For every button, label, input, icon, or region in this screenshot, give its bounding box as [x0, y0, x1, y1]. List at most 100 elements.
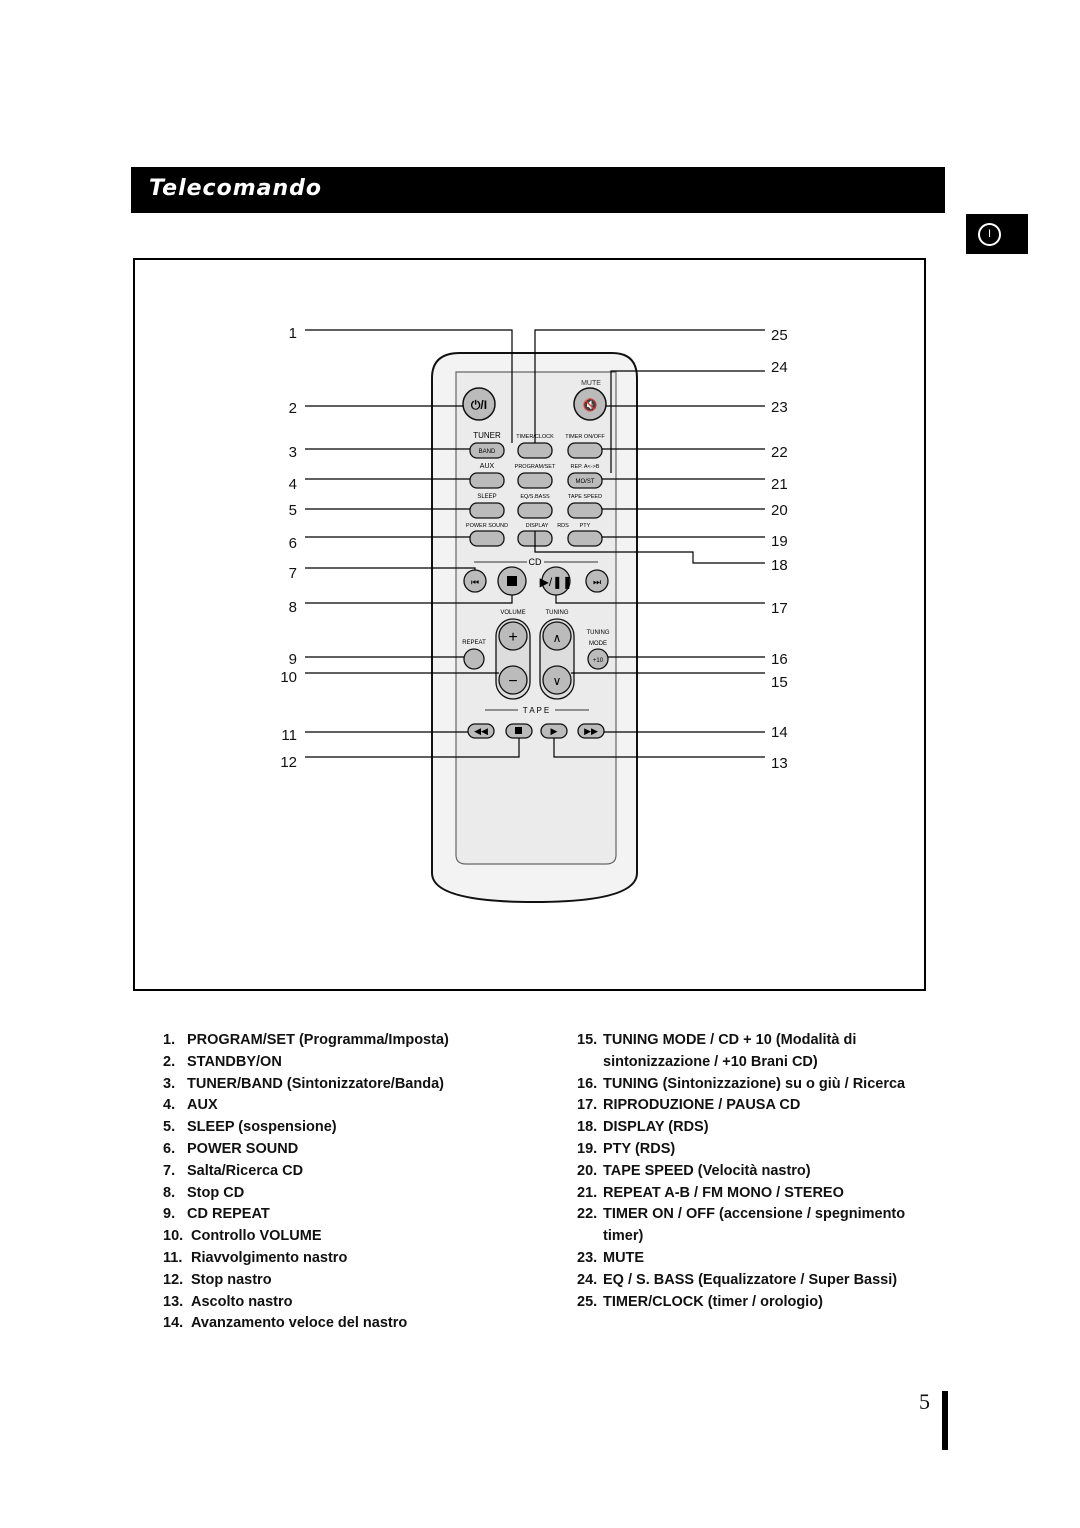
timer-onoff-button[interactable]	[567, 442, 603, 459]
legend-item: 20.TAPE SPEED (Velocità nastro)	[577, 1162, 811, 1179]
callout-12: 12	[280, 754, 297, 771]
mute-button[interactable]	[573, 387, 607, 421]
callout-3: 3	[288, 444, 297, 461]
right-leader-lines	[534, 329, 765, 758]
chevron-down-icon: ∨	[553, 674, 562, 688]
tuning-label: TUNING	[546, 610, 569, 616]
section-title-bar: Telecomando	[131, 167, 945, 213]
remote-control-diagram: MUTE ⏻/I 🔇 TUNER TIMER/CLOCK TIMER ON/OF…	[305, 329, 765, 904]
callout-22: 22	[771, 444, 788, 461]
eq-sbass-button[interactable]	[517, 502, 553, 519]
callout-5: 5	[288, 502, 297, 519]
callout-15: 15	[771, 674, 788, 691]
rds-label: RDS	[557, 523, 569, 529]
tape-speed-label: TAPE SPEED	[568, 494, 602, 500]
cd-skip-forward-button[interactable]	[585, 569, 609, 593]
page-title: Telecomando	[149, 176, 323, 201]
tuning-mode-label-1: TUNING	[587, 630, 610, 636]
legend-item: 21.REPEAT A-B / FM MONO / STEREO	[577, 1184, 844, 1201]
standby-button[interactable]	[462, 387, 496, 421]
legend-item: 9.CD REPEAT	[163, 1206, 270, 1223]
program-set-button[interactable]	[517, 472, 553, 489]
page-number: 5	[919, 1389, 930, 1414]
legend-item: 10.Controllo VOLUME	[163, 1228, 322, 1245]
volume-up-button[interactable]	[498, 621, 528, 651]
callout-13: 13	[771, 755, 788, 772]
tuner-band-button[interactable]	[469, 442, 505, 459]
sleep-label: SLEEP	[477, 494, 496, 500]
callout-8: 8	[288, 599, 297, 616]
power-icon: ⏻/I	[471, 398, 487, 412]
power-sound-button[interactable]	[469, 530, 505, 547]
legend-item: 25.TIMER/CLOCK (timer / orologio)	[577, 1293, 823, 1310]
plus-icon: +	[508, 629, 517, 646]
aux-button[interactable]	[469, 472, 505, 489]
legend-item: 18.DISPLAY (RDS)	[577, 1119, 709, 1136]
legend-item: 23.MUTE	[577, 1249, 645, 1266]
chevron-up-icon: ∧	[553, 631, 562, 645]
legend-item: 11.Riavvolgimento nastro	[163, 1249, 348, 1266]
legend-left: 1.PROGRAM/SET (Programma/Imposta) 2.STAN…	[163, 1030, 563, 1335]
tuning-up-button[interactable]	[542, 621, 572, 651]
callout-9: 9	[288, 651, 297, 668]
program-set-label: PROGRAM/SET	[515, 464, 556, 470]
mute-label: MUTE	[581, 380, 601, 387]
left-leader-lines	[305, 329, 520, 758]
legend-item: 19.PTY (RDS)	[577, 1140, 676, 1157]
callout-19: 19	[771, 533, 788, 550]
rewind-icon: ◀◀	[474, 726, 488, 736]
callout-14: 14	[771, 724, 788, 741]
repeat-ab-button[interactable]	[567, 472, 603, 489]
legend-item: 22.TIMER ON / OFF (accensione / spegnime…	[577, 1206, 906, 1223]
cd-label: CD	[529, 557, 542, 567]
tuning-mode-label-2: MODE	[589, 641, 607, 647]
tuning-down-button[interactable]	[542, 665, 572, 695]
power-sound-label: POWER SOUND	[466, 523, 508, 529]
pty-label: PTY	[580, 523, 591, 529]
tuning-mode-button[interactable]	[587, 648, 609, 670]
cd-repeat-button[interactable]	[463, 648, 485, 670]
sleep-button[interactable]	[469, 502, 505, 519]
callout-17: 17	[771, 600, 788, 617]
tape-speed-button[interactable]	[567, 502, 603, 519]
legend-item: 1.PROGRAM/SET (Programma/Imposta)	[163, 1032, 449, 1048]
callout-7: 7	[288, 565, 297, 582]
timer-clock-button[interactable]	[517, 442, 553, 459]
pty-button[interactable]	[567, 530, 603, 547]
callout-21: 21	[771, 476, 788, 493]
language-tab: I	[966, 214, 1028, 254]
legend-item: 24.EQ / S. BASS (Equalizzatore / Super B…	[577, 1271, 898, 1288]
aux-label: AUX	[480, 463, 495, 470]
callout-11: 11	[281, 727, 297, 744]
legend-item: 16.TUNING (Sintonizzazione) su o giù / R…	[577, 1075, 906, 1092]
legend-item: 5.SLEEP (sospensione)	[163, 1119, 337, 1136]
legend-item: 3.TUNER/BAND (Sintonizzatore/Banda)	[163, 1075, 444, 1092]
legend-item: 2.STANDBY/ON	[163, 1053, 282, 1070]
repeat-label: REPEAT	[462, 640, 486, 646]
tape-stop-icon	[515, 727, 522, 734]
callout-2: 2	[288, 400, 297, 417]
stop-icon	[507, 576, 517, 586]
callout-23: 23	[771, 399, 788, 416]
mute-icon: 🔇	[583, 398, 598, 412]
plus10-label: +10	[593, 658, 604, 664]
tape-rewind-button[interactable]	[467, 723, 495, 739]
tape-fast-forward-button[interactable]	[577, 723, 605, 739]
minus-icon: −	[508, 673, 517, 690]
callout-20: 20	[771, 502, 788, 519]
timer-onoff-label: TIMER ON/OFF	[565, 434, 605, 440]
display-label: DISPLAY	[526, 523, 549, 529]
legend-item: 7.Salta/Ricerca CD	[163, 1162, 304, 1179]
legend-item: 14.Avanzamento veloce del nastro	[163, 1315, 408, 1332]
play-icon: ▶	[551, 726, 558, 736]
callout-16: 16	[771, 651, 788, 668]
callout-10: 10	[280, 669, 297, 686]
callout-24: 24	[771, 359, 788, 376]
band-label: BAND	[479, 449, 496, 455]
legend-item: 17.RIPRODUZIONE / PAUSA CD	[577, 1097, 801, 1114]
volume-down-button[interactable]	[498, 665, 528, 695]
callout-6: 6	[288, 535, 297, 552]
rep-ab-label: REP. A<->B	[571, 464, 600, 470]
fast-forward-icon: ▶▶	[584, 726, 598, 736]
callout-18: 18	[771, 557, 788, 574]
